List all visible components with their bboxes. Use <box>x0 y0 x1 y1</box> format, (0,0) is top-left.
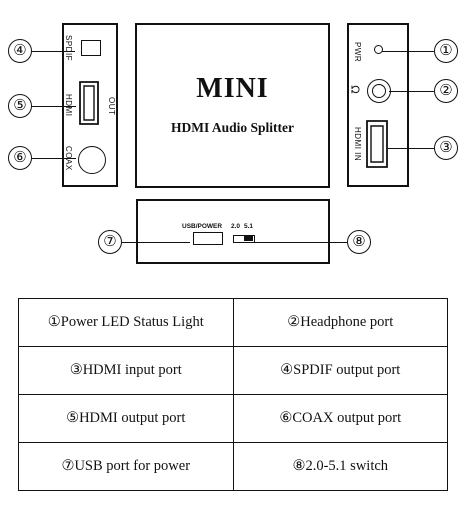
callout-4: ④ <box>8 39 32 63</box>
legend-row: ⑤HDMI output port ⑥COAX output port <box>18 394 448 443</box>
label-pwr: PWR <box>353 42 362 63</box>
legend-cell: ⑦USB port for power <box>18 442 234 491</box>
label-hdmi-in: HDMI IN <box>353 127 362 162</box>
legend-row: ⑦USB port for power ⑧2.0-5.1 switch <box>18 442 448 491</box>
headphone-port <box>367 79 391 103</box>
label-switch-51: 5.1 <box>244 223 254 230</box>
legend-cell: ④SPDIF output port <box>232 346 448 395</box>
legend-cell: ①Power LED Status Light <box>18 298 234 347</box>
callout-2: ② <box>434 79 458 103</box>
main-unit: MINI HDMI Audio Splitter <box>135 23 330 188</box>
legend-cell: ②Headphone port <box>232 298 448 347</box>
power-led <box>374 45 383 54</box>
leader-5 <box>32 106 76 107</box>
label-usb-power: USB/POWER <box>182 223 223 230</box>
right-panel: Ω PWR HDMI IN <box>347 23 409 187</box>
legend-cell: ③HDMI input port <box>18 346 234 395</box>
leader-2 <box>389 91 434 92</box>
callout-8: ⑧ <box>347 230 371 254</box>
hdmi-out-port <box>79 81 99 125</box>
usb-port <box>193 232 223 245</box>
legend-cell: ⑧2.0-5.1 switch <box>232 442 448 491</box>
hdmi-in-port <box>366 120 388 168</box>
legend-row: ③HDMI input port ④SPDIF output port <box>18 346 448 395</box>
bottom-panel: USB/POWER 2.0 5.1 <box>136 199 330 264</box>
main-subtitle: HDMI Audio Splitter <box>170 120 294 135</box>
headphone-icon: Ω <box>348 85 362 94</box>
legend-cell: ⑤HDMI output port <box>18 394 234 443</box>
leader-1 <box>382 51 434 52</box>
legend-table: ①Power LED Status Light ②Headphone port … <box>18 298 448 491</box>
leader-4 <box>32 51 75 52</box>
leader-7 <box>122 242 190 243</box>
callout-3: ③ <box>434 136 458 160</box>
main-title: MINI <box>196 73 269 104</box>
mode-switch <box>233 235 255 243</box>
leader-3 <box>388 148 434 149</box>
coax-port <box>78 146 106 174</box>
label-spdif: SPDIF <box>64 35 73 62</box>
legend-row: ①Power LED Status Light ②Headphone port <box>18 298 448 347</box>
legend-cell: ⑥COAX output port <box>232 394 448 443</box>
callout-5: ⑤ <box>8 94 32 118</box>
callout-7: ⑦ <box>98 230 122 254</box>
left-panel: SPDIF HDMI OUT COAX <box>62 23 118 187</box>
leader-8 <box>253 242 347 243</box>
label-out: OUT <box>107 97 116 116</box>
callout-6: ⑥ <box>8 146 32 170</box>
callout-1: ① <box>434 39 458 63</box>
spdif-port <box>81 40 101 56</box>
leader-6 <box>32 158 76 159</box>
label-switch-20: 2.0 <box>231 223 241 230</box>
